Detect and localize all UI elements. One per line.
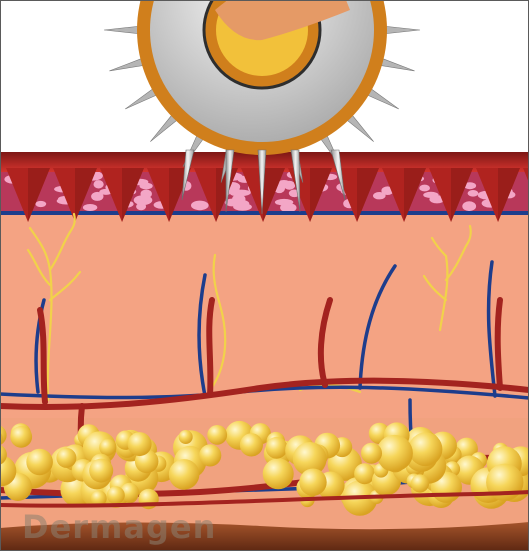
- fat-cell: [99, 439, 116, 456]
- epidermal-cell: [462, 201, 476, 211]
- epidermal-cell: [94, 180, 104, 188]
- epidermal-cell: [468, 190, 479, 197]
- fat-cell: [10, 426, 32, 448]
- epidermal-cell: [419, 185, 430, 192]
- fat-cell: [409, 432, 443, 466]
- epidermal-cell: [83, 204, 97, 211]
- fat-cell: [263, 458, 294, 489]
- fat-cell: [361, 443, 382, 464]
- fat-cell: [199, 444, 221, 466]
- fat-cell: [240, 433, 263, 456]
- fat-cell: [179, 430, 193, 444]
- fat-cell: [89, 459, 113, 483]
- fat-cell: [128, 432, 152, 456]
- fat-cell: [207, 425, 227, 445]
- epidermal-cell: [423, 192, 438, 198]
- fat-cell: [299, 469, 326, 496]
- epidermal-cell: [35, 201, 46, 207]
- epidermal-cell: [231, 200, 245, 206]
- epidermal-cell: [232, 190, 251, 196]
- fat-cell: [411, 474, 429, 492]
- epidermal-cell: [191, 201, 209, 211]
- epidermal-cell: [91, 192, 103, 201]
- epidermal-cell: [140, 183, 153, 190]
- watermark-logo: Dermagen: [22, 508, 216, 546]
- epidermal-cell: [136, 203, 146, 210]
- fat-cell: [266, 437, 288, 459]
- fat-cell: [56, 448, 76, 468]
- fat-cell: [169, 459, 200, 490]
- fat-cell: [107, 486, 125, 504]
- epidermal-cell: [141, 190, 152, 199]
- fat-cell: [26, 449, 53, 476]
- epidermal-cell: [280, 203, 296, 212]
